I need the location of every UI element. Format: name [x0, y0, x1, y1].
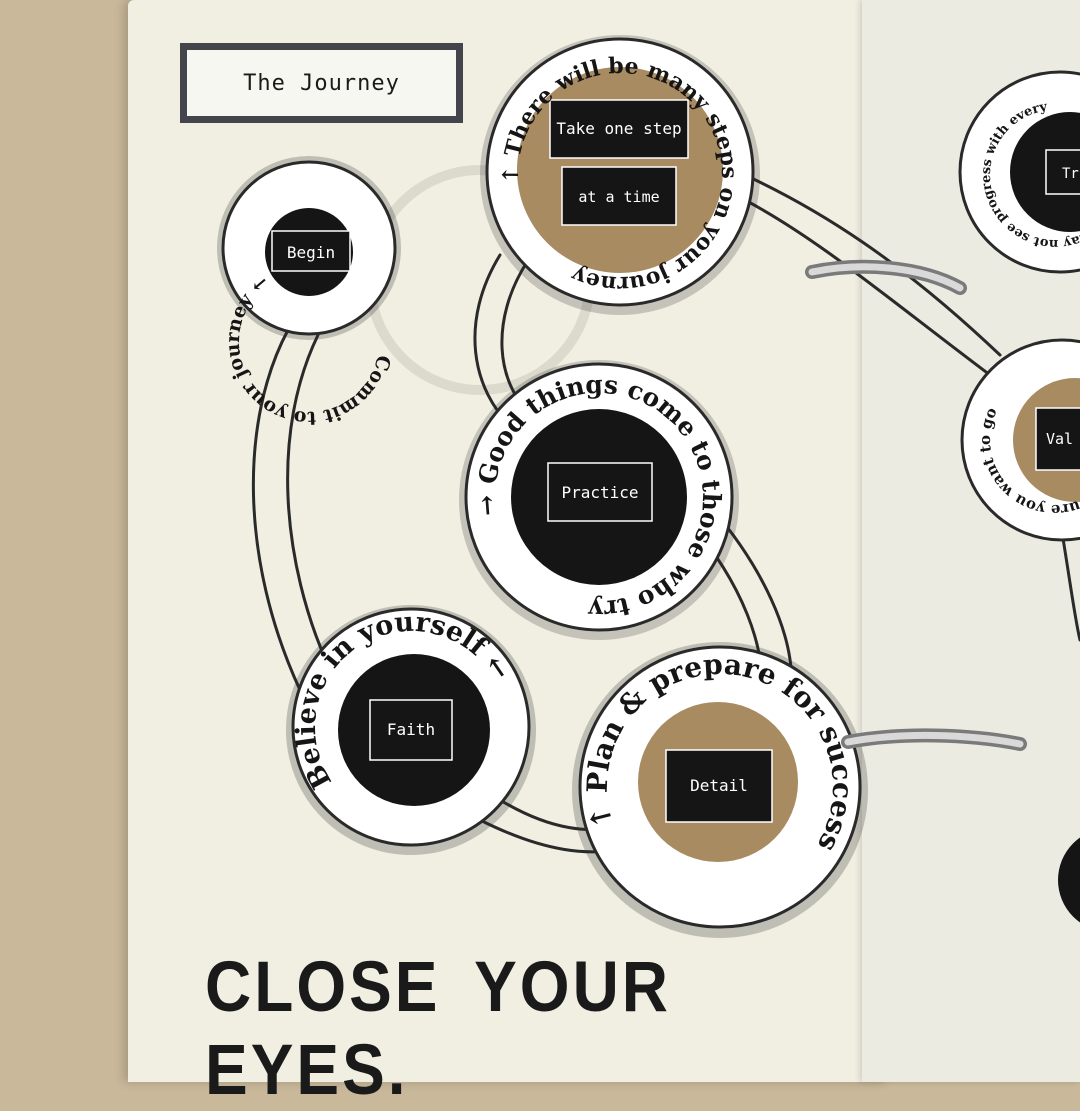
right-top-label: Tr: [1062, 166, 1079, 182]
binder-rings: [805, 259, 1027, 751]
step-label-1: Take one step: [556, 119, 681, 138]
faith-label: Faith: [387, 720, 435, 739]
handwritten-caption: CLOSE YOUR EYES.: [205, 946, 671, 1110]
node-right-mid: Val ↑ Make sure you want to go: [960, 338, 1080, 542]
practice-label: Practice: [561, 483, 638, 502]
node-practice: Practice → Good things come to those who…: [459, 360, 739, 640]
journey-diagram: Begin Commit to your journey ← Take one …: [217, 35, 1080, 938]
right-mid-label: Val: [1046, 430, 1073, 448]
node-begin: Begin Commit to your journey ←: [217, 156, 401, 429]
detail-label: Detail: [690, 776, 748, 795]
node-right-top: Tr you may not see progress with every: [958, 70, 1080, 274]
node-detail: Detail ↑ Plan & prepare for success: [572, 642, 868, 938]
journal-photo: Begin Commit to your journey ← Take one …: [128, 0, 1080, 1110]
title-label-text: The Journey: [243, 70, 400, 96]
node-faith: Faith Believe in yourself ←: [286, 605, 536, 855]
begin-label: Begin: [287, 243, 335, 262]
title-label: The Journey: [180, 43, 463, 123]
step-label-2: at a time: [578, 188, 659, 206]
node-step: Take one step at a time ↑ There will be …: [480, 35, 760, 315]
right-partial-dot: [1058, 837, 1080, 923]
